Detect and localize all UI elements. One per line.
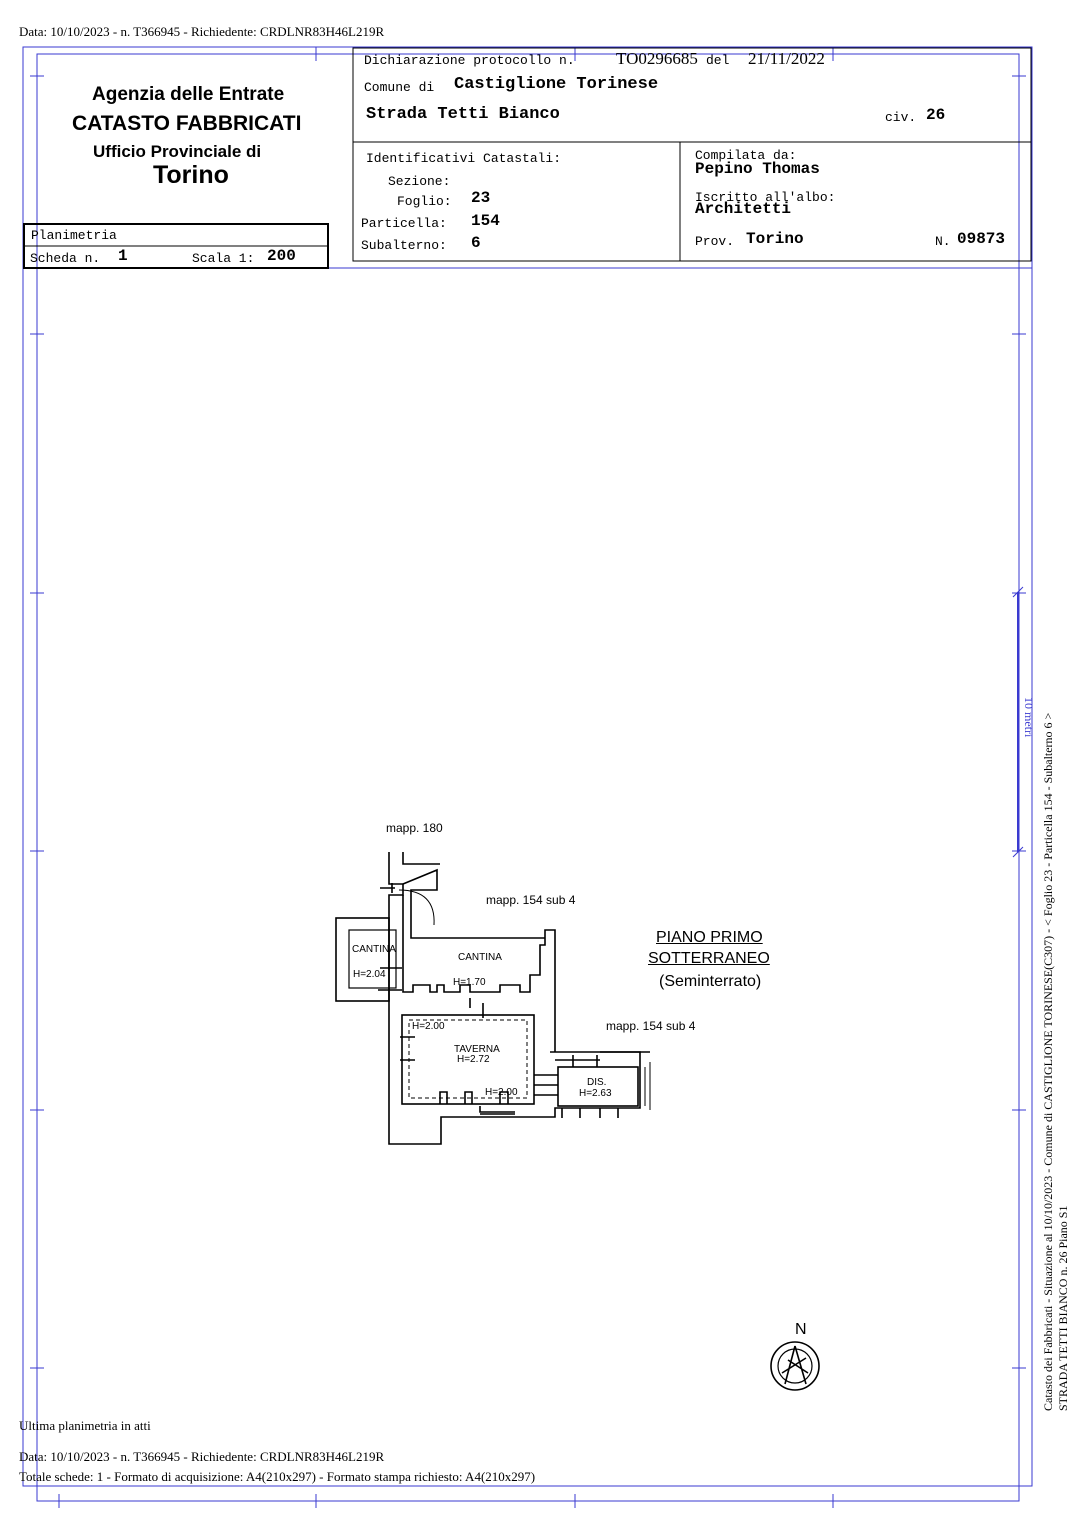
identifiers-title: Identificativi Catastali:	[366, 151, 562, 166]
sezione-label: Sezione:	[388, 174, 451, 189]
footer-last-plan: Ultima planimetria in atti	[19, 1418, 151, 1433]
room-cantina-small-height: H=2.04	[353, 969, 386, 980]
street-value: Strada Tetti Bianco	[366, 105, 560, 124]
planimetria-label: Planimetria	[31, 228, 117, 243]
agency-city: Torino	[153, 161, 229, 189]
north-arrow-icon	[770, 1341, 820, 1391]
footer-totals: Totale schede: 1 - Formato di acquisizio…	[19, 1469, 536, 1484]
side-note-line-1: Catasto dei Fabbricati - Situazione al 1…	[1041, 712, 1055, 1411]
scheda-label: Scheda n.	[30, 251, 101, 266]
subalterno-label: Subalterno:	[361, 238, 447, 253]
room-cantina: CANTINA	[458, 952, 502, 963]
floor-title-line-1: PIANO PRIMO	[656, 929, 763, 946]
protocol-label: Dichiarazione protocollo n.	[364, 53, 575, 68]
prov-label: Prov.	[695, 234, 735, 249]
comune-value: Castiglione Torinese	[454, 75, 659, 94]
particella-label: Particella:	[361, 216, 447, 231]
n-value: 09873	[957, 230, 1006, 248]
scheda-value: 1	[118, 247, 128, 265]
compilata-label: Compilata da:	[695, 148, 797, 163]
comune-label: Comune di	[364, 80, 435, 95]
foglio-value: 23	[471, 189, 491, 207]
scale-bar-label: 10 metri	[1022, 697, 1036, 738]
header-request-line: Data: 10/10/2023 - n. T366945 - Richiede…	[19, 24, 385, 39]
scala-value: 200	[267, 247, 296, 265]
room-taverna-height: H=2.72	[457, 1054, 490, 1065]
prov-value: Torino	[746, 230, 804, 248]
room-taverna: TAVERNA	[454, 1044, 500, 1055]
foglio-label: Foglio:	[397, 194, 452, 209]
sheet-frame	[22, 46, 1033, 1508]
room-taverna-height-top: H=2.00	[412, 1021, 445, 1032]
date-value: 21/11/2022	[748, 49, 825, 68]
agency-office: Ufficio Provinciale di	[93, 142, 262, 161]
floor-plan	[335, 852, 651, 1145]
date-label: del	[706, 53, 730, 68]
n-label: N.	[935, 234, 951, 249]
side-note-line-2: STRADA TETTI BIANCO n. 26 Piano S1	[1056, 1205, 1070, 1411]
label-mapp-154-top: mapp. 154 sub 4	[486, 893, 576, 907]
protocol-value: TO0296685	[616, 49, 698, 68]
label-mapp-154-right: mapp. 154 sub 4	[606, 1019, 696, 1033]
floor-subtitle: (Seminterrato)	[659, 973, 762, 990]
room-cantina-small: CANTINA	[352, 944, 396, 955]
north-label: N	[795, 1321, 807, 1338]
room-dis-height: H=2.63	[579, 1088, 612, 1099]
room-taverna-height-bottom: H=2.00	[485, 1087, 518, 1098]
room-cantina-height: H=1.70	[453, 977, 486, 988]
compilata-value: Pepino Thomas	[695, 160, 820, 178]
agency-catasto: CATASTO FABBRICATI	[72, 112, 302, 135]
agency-name: Agenzia delle Entrate	[92, 84, 285, 105]
albo-value: Architetti	[695, 200, 792, 218]
room-dis: DIS.	[587, 1077, 607, 1088]
albo-label: Iscritto all'albo:	[695, 190, 836, 205]
side-note: Catasto dei Fabbricati - Situazione al 1…	[1041, 713, 1071, 1411]
header-boxes	[23, 47, 1032, 269]
civ-label: civ.	[885, 110, 917, 125]
particella-value: 154	[471, 212, 500, 230]
scala-label: Scala 1:	[192, 251, 255, 266]
label-mapp-180: mapp. 180	[386, 821, 443, 835]
floor-title-line-2: SOTTERRANEO	[648, 950, 770, 967]
footer-request-line: Data: 10/10/2023 - n. T366945 - Richiede…	[19, 1449, 385, 1464]
civ-value: 26	[926, 106, 946, 124]
subalterno-value: 6	[471, 234, 481, 252]
